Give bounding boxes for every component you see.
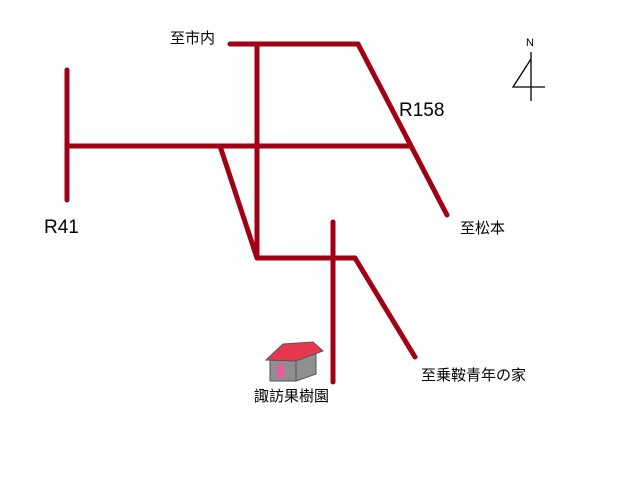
route-label-r158: R158	[399, 100, 445, 121]
north-label: N	[526, 37, 534, 49]
north-arrow-icon	[511, 52, 545, 101]
road-norikura	[352, 255, 418, 360]
destination-label-norikura: 至乗鞍青年の家	[421, 366, 527, 384]
destination-label-city: 至市内	[170, 29, 216, 47]
landmark-label: 諏訪果樹園	[254, 387, 330, 405]
house-icon	[264, 341, 324, 382]
route-label-r41: R41	[44, 217, 79, 238]
road-r158	[355, 41, 450, 218]
destination-label-matsumoto: 至松本	[460, 219, 506, 237]
road-diagonal-west	[217, 143, 358, 261]
